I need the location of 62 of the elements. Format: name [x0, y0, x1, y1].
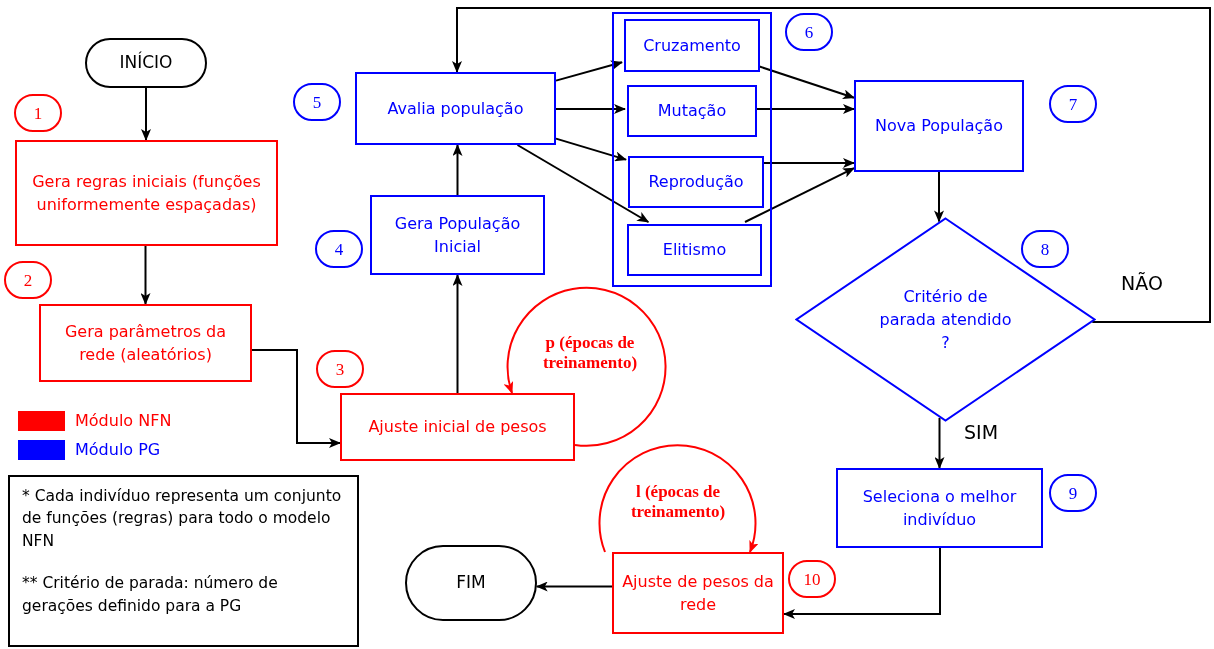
- node-text: Gera parâmetros da rede (aleatórios): [63, 320, 228, 366]
- node-text: INÍCIO: [119, 52, 173, 74]
- node-text: 8: [1040, 240, 1050, 258]
- decision-diamond: [795, 217, 1096, 422]
- edge-label: p (épocas de treinamento): [541, 333, 639, 373]
- arrow: [555, 104, 626, 114]
- arrow: [934, 416, 945, 469]
- process-box: [340, 393, 575, 461]
- node-text: ** Critério de parada: número de gerações definido para a PG: [22, 573, 279, 617]
- arrow: [555, 137, 627, 162]
- legend-label: Módulo PG: [75, 442, 161, 458]
- node-text: 3: [335, 360, 345, 378]
- arrow: [783, 547, 941, 619]
- process-box: [39, 304, 252, 382]
- node-text: Critério de parada atendido ?: [878, 285, 1013, 355]
- process-box: [628, 156, 764, 208]
- node-text: Ajuste de pesos da rede: [621, 570, 775, 616]
- node-text: 4: [334, 240, 344, 258]
- node-text: Mutação: [656, 100, 728, 123]
- arrow: [452, 144, 463, 196]
- legend-label: Módulo NFN: [75, 413, 172, 429]
- edge-label: l (épocas de treinamento): [629, 482, 727, 522]
- node-text: 2: [23, 271, 33, 289]
- arrow: [141, 87, 151, 141]
- arrow: [516, 144, 650, 223]
- process-box: [370, 195, 545, 275]
- node-text: 6: [804, 23, 814, 41]
- process-box: [355, 72, 556, 145]
- arrow: [251, 349, 341, 448]
- node-text: Seleciona o melhor indivíduo: [861, 485, 1018, 531]
- node-text: 1: [33, 104, 43, 122]
- node-text: 5: [312, 93, 322, 111]
- node-text: 9: [1068, 484, 1078, 502]
- node-text: Reprodução: [647, 171, 745, 194]
- node-text: Elitismo: [661, 239, 728, 262]
- node-text: 10: [803, 570, 821, 588]
- process-box: [627, 85, 757, 137]
- arrow: [140, 245, 151, 305]
- node-text: Nova População: [874, 115, 1004, 138]
- group-box: [612, 12, 772, 287]
- process-box: [836, 468, 1043, 548]
- node-text: Cruzamento: [642, 34, 742, 57]
- node-text: Gera População Inicial: [393, 212, 522, 258]
- node-text: Gera regras iniciais (funções uniformemente espaçadas): [31, 170, 262, 216]
- process-box: [624, 19, 760, 72]
- loop-arrow: [598, 444, 759, 553]
- process-box: [612, 552, 784, 634]
- node-text: Ajuste inicial de pesos: [367, 416, 548, 439]
- node-text: * Cada indivíduo representa um conjunto de funções (regras) para todo o modelo NFN: [22, 486, 343, 552]
- arrow: [452, 7, 1211, 323]
- node-text: FIM: [456, 572, 486, 594]
- arrow: [934, 171, 944, 223]
- arrow: [452, 274, 463, 394]
- process-box: [15, 140, 278, 246]
- arrow: [555, 60, 623, 82]
- note-box: [8, 475, 359, 647]
- node-text: 7: [1068, 95, 1078, 113]
- arrow: [744, 167, 855, 223]
- process-box: [627, 224, 762, 276]
- process-box: [854, 80, 1024, 172]
- node-text: Avalia população: [386, 97, 525, 120]
- loop-arrow: [504, 286, 667, 447]
